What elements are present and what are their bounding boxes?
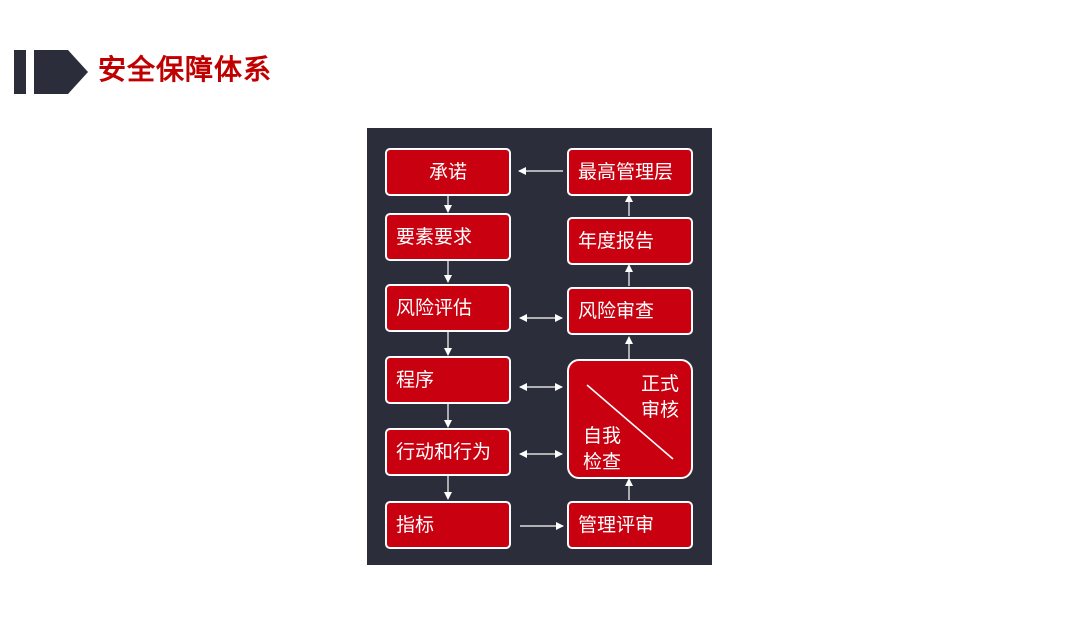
node-management-review: 管理评审 [567, 501, 693, 549]
formal-audit-label: 正式 审核 [640, 373, 679, 421]
page-title: 安全保障体系 [98, 53, 273, 86]
node-procedure: 程序 [385, 356, 511, 404]
node-risk-review: 风险审查 [567, 287, 693, 335]
node-commitment: 承诺 [385, 148, 511, 196]
self-inspection-label: 自我 检查 [583, 425, 622, 473]
node-annual-report: 年度报告 [567, 217, 693, 265]
node-element-requirements: 要素要求 [385, 213, 511, 261]
audit-divider-line [586, 384, 674, 460]
node-audit: 正式 审核 自我 检查 [567, 359, 693, 479]
node-risk-assessment: 风险评估 [385, 284, 511, 332]
safety-system-diagram: 承诺 要素要求 风险评估 程序 行动和行为 指标 最高管理层 年度报告 风险审查… [367, 128, 712, 565]
node-indicators: 指标 [385, 501, 511, 549]
double-chevron-icon [14, 50, 88, 94]
node-actions-and-behavior: 行动和行为 [385, 428, 511, 476]
node-top-management: 最高管理层 [567, 148, 693, 196]
